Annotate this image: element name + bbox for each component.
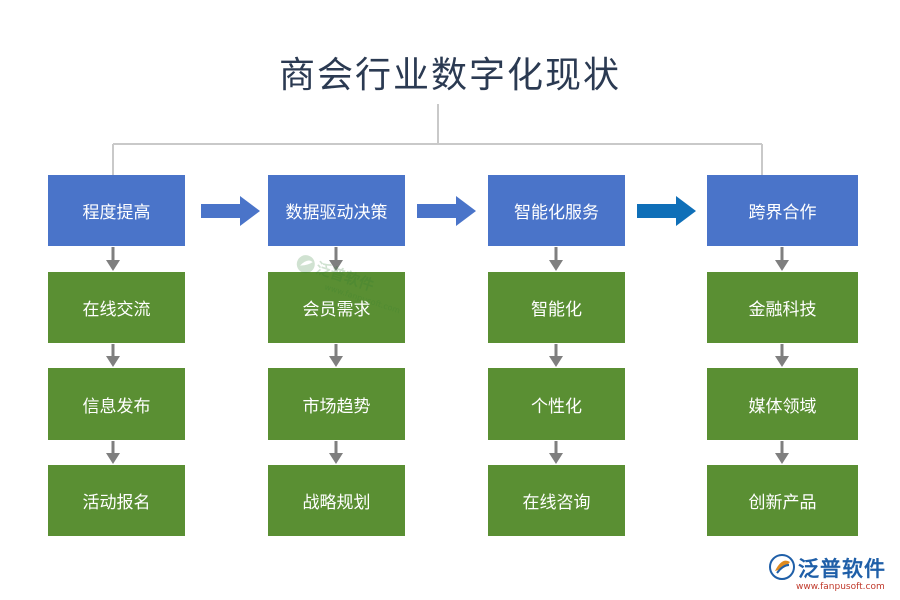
right-arrow-2: [417, 196, 476, 226]
item-box-1-2: 信息发布: [48, 368, 185, 440]
item-box-3-2: 个性化: [488, 368, 625, 440]
brand-logo: 泛普软件 www.fanpusoft.com: [768, 553, 898, 597]
item-box-3-3: 在线咨询: [488, 465, 625, 536]
item-box-1-1: 在线交流: [48, 272, 185, 343]
down-arrow-c2-2: [329, 344, 343, 367]
item-box-3-1: 智能化: [488, 272, 625, 343]
down-arrow-c1-3: [106, 441, 120, 464]
item-box-2-3: 战略规划: [268, 465, 405, 536]
brand-logo-icon: [769, 554, 795, 580]
down-arrow-c3-2: [549, 344, 563, 367]
brand-logo-url: www.fanpusoft.com: [796, 582, 885, 592]
down-arrow-c3-1: [549, 247, 563, 271]
down-arrow-c4-2: [775, 344, 789, 367]
right-arrow-3: [637, 196, 696, 226]
item-box-1-3: 活动报名: [48, 465, 185, 536]
brand-logo-name: 泛普软件: [798, 557, 886, 581]
down-arrow-c2-1: [329, 247, 343, 271]
header-box-2: 数据驱动决策: [268, 175, 405, 246]
down-arrow-c4-1: [775, 247, 789, 271]
down-arrow-c3-3: [549, 441, 563, 464]
down-arrow-c1-2: [106, 344, 120, 367]
header-box-4: 跨界合作: [707, 175, 858, 246]
tree-connectors: [112, 104, 763, 175]
header-box-1: 程度提高: [48, 175, 185, 246]
item-box-4-1: 金融科技: [707, 272, 858, 343]
diagram-title: 商会行业数字化现状: [278, 55, 621, 96]
item-box-2-1: 会员需求: [268, 272, 405, 343]
item-box-4-3: 创新产品: [707, 465, 858, 536]
item-box-2-2: 市场趋势: [268, 368, 405, 440]
right-arrow-1: [201, 196, 260, 226]
down-arrow-c1-1: [106, 247, 120, 271]
down-arrow-c4-3: [775, 441, 789, 464]
header-box-3: 智能化服务: [488, 175, 625, 246]
down-arrow-c2-3: [329, 441, 343, 464]
item-box-4-2: 媒体领域: [707, 368, 858, 440]
